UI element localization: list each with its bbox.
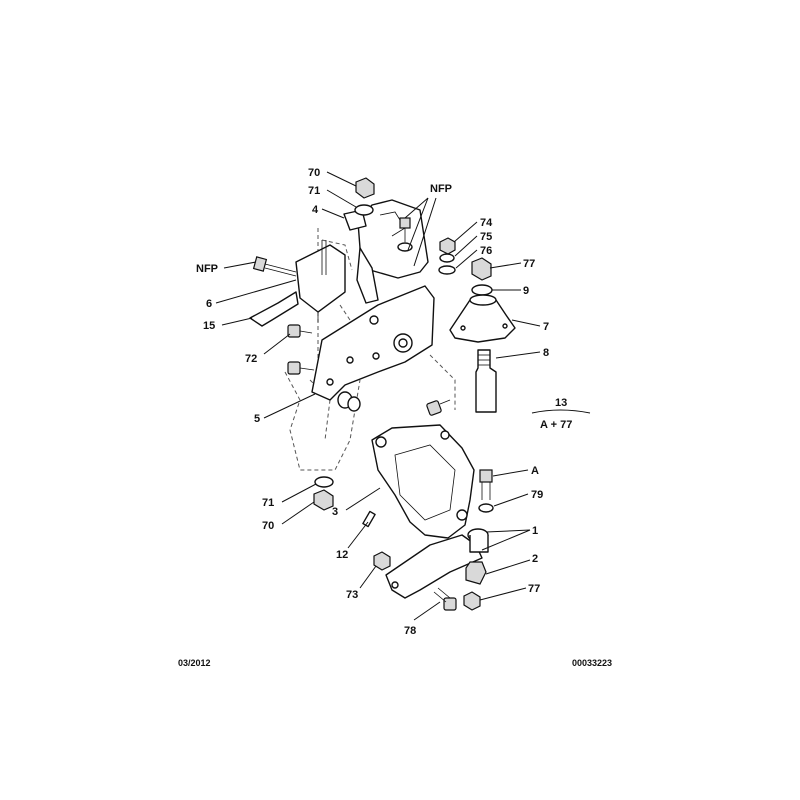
- callout-13-sub: A + 77: [540, 419, 572, 431]
- bolt-part-78: [433, 587, 457, 611]
- bolt-a: [479, 469, 493, 500]
- callout-73: 73: [346, 589, 358, 601]
- mounting-plate-part-5: [311, 285, 435, 401]
- nut-part-77-top: [471, 257, 492, 281]
- callout-5: 5: [254, 413, 260, 425]
- upper-bracket-part-4: [343, 199, 429, 304]
- callout-1: 1: [532, 525, 538, 537]
- washer-part-71-top: [354, 204, 374, 216]
- bolt-lower-left: [287, 361, 315, 375]
- nut-part-70-bottom: [313, 489, 334, 511]
- callout-nfp-top: NFP: [430, 183, 452, 195]
- footer-reference: 00033223: [572, 658, 612, 668]
- washer-part-9: [471, 284, 493, 296]
- main-bracket-part-3: [371, 424, 475, 539]
- washer-part-75: [439, 253, 455, 263]
- callout-78: 78: [404, 625, 416, 637]
- callout-70-bottom: 70: [262, 520, 274, 532]
- stud-part-8: [475, 349, 497, 413]
- callout-7: 7: [543, 321, 549, 333]
- callout-70-top: 70: [308, 167, 320, 179]
- callout-71-top: 71: [308, 185, 320, 197]
- nut-part-73: [373, 551, 391, 571]
- nut-part-77-bottom: [463, 591, 481, 611]
- bolt-middle: [426, 399, 451, 416]
- washer-part-79: [478, 503, 494, 513]
- washer-part-76: [438, 265, 456, 275]
- callout-72: 72: [245, 353, 257, 365]
- callout-13: 13: [555, 397, 567, 409]
- nut-part-70-top: [355, 177, 375, 199]
- callout-75: 75: [480, 231, 492, 243]
- nut-part-74: [439, 237, 456, 255]
- callout-3: 3: [332, 506, 338, 518]
- callout-76: 76: [480, 245, 492, 257]
- washers-plate-5: [337, 391, 361, 412]
- callout-77-top: 77: [523, 258, 535, 270]
- callout-74: 74: [480, 217, 493, 229]
- pin-part-12: [362, 510, 376, 528]
- callout-nfp-left: NFP: [196, 263, 218, 275]
- footer-date: 03/2012: [178, 658, 211, 668]
- callout-15: 15: [203, 320, 215, 332]
- callout-12: 12: [336, 549, 348, 561]
- callout-9: 9: [523, 285, 529, 297]
- lower-bracket-part-1: [385, 528, 489, 599]
- callout-a: A: [531, 465, 539, 477]
- leader-lines: [215, 171, 591, 621]
- callout-2: 2: [532, 553, 538, 565]
- bolt-part-72: [287, 324, 313, 338]
- callout-8: 8: [543, 347, 549, 359]
- bracket-part-6: [295, 240, 346, 322]
- washer-part-71-bottom: [314, 476, 334, 488]
- callout-4: 4: [312, 204, 319, 216]
- bolt-nfp-left: [252, 256, 297, 277]
- callout-77-bottom: 77: [528, 583, 540, 595]
- clip-part-15: [249, 291, 299, 327]
- callout-79: 79: [531, 489, 543, 501]
- bushing-part-2: [465, 561, 487, 585]
- callout-6: 6: [206, 298, 212, 310]
- callout-71-bottom: 71: [262, 497, 274, 509]
- rubber-mount-part-7: [449, 294, 516, 343]
